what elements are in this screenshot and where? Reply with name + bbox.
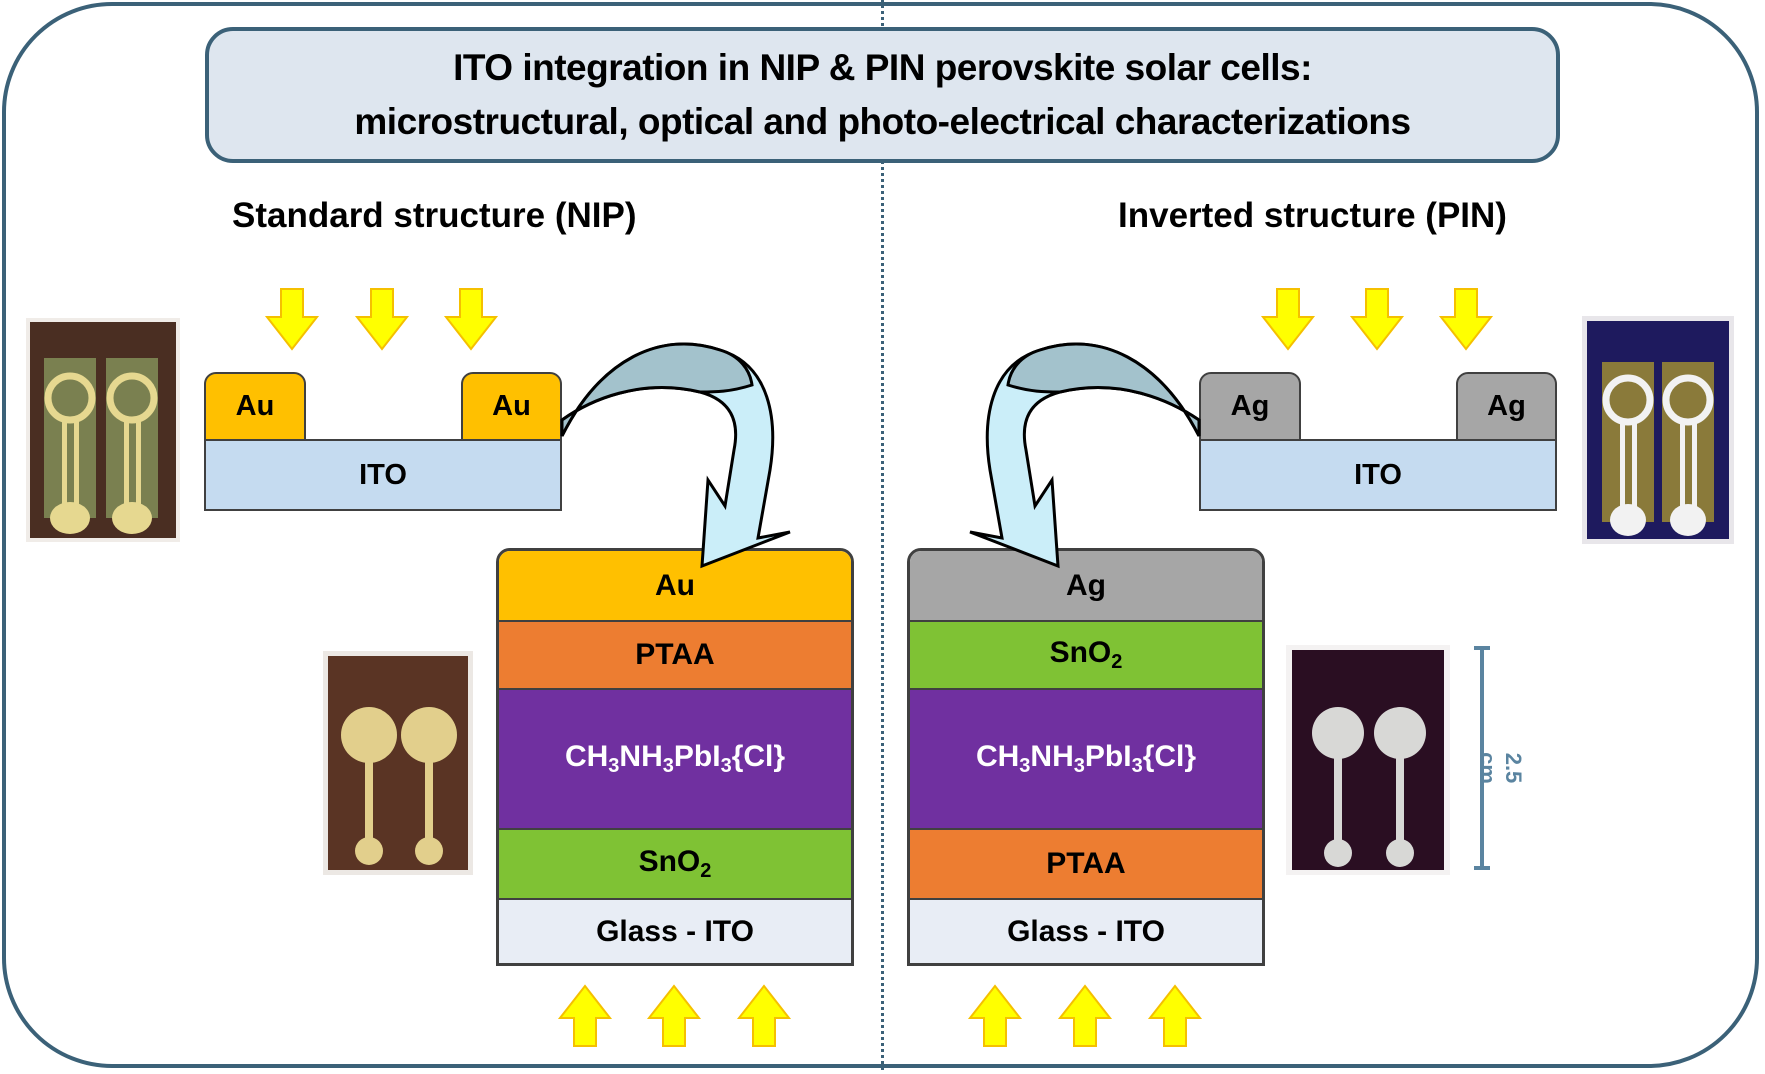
nip-device-photo-bottom <box>323 651 473 875</box>
nip-layer-glass-ito: Glass - ITO <box>499 900 851 963</box>
nip-device-photo-top <box>26 318 180 542</box>
pin-layer-sno2: SnO2 <box>910 622 1262 690</box>
layer-label: Au <box>655 568 695 602</box>
layer-label: CH3NH3PbI3{Cl} <box>975 740 1197 777</box>
nip-contact-right: Au <box>461 372 562 441</box>
layer-label: PTAA <box>1046 847 1126 880</box>
pin-layer-glass-ito: Glass - ITO <box>910 900 1262 963</box>
title-line-2: microstructural, optical and photo-elect… <box>354 101 1411 142</box>
layer-label: SnO2 <box>1049 636 1123 673</box>
pin-layer-perovskite: CH3NH3PbI3{Cl} <box>910 690 1262 830</box>
pin-device-photo-bottom <box>1286 645 1450 875</box>
nip-heading: Standard structure (NIP) <box>232 196 637 235</box>
pin-heading: Inverted structure (PIN) <box>1118 196 1507 235</box>
pin-layer-ag: Ag <box>910 551 1262 622</box>
layer-label: SnO2 <box>638 845 712 882</box>
pin-contact-left: Ag <box>1199 372 1301 441</box>
nip-layer-sno2: SnO2 <box>499 830 851 900</box>
pin-contact-right: Ag <box>1456 372 1557 441</box>
pin-layer-stack: Ag SnO2 CH3NH3PbI3{Cl} PTAA Glass - ITO <box>907 548 1265 966</box>
layer-label: Ag <box>1066 568 1106 602</box>
pin-device-photo-top <box>1582 316 1734 544</box>
layer-label: PTAA <box>635 638 715 671</box>
layer-label: CH3NH3PbI3{Cl} <box>564 740 786 777</box>
nip-layer-perovskite: CH3NH3PbI3{Cl} <box>499 690 851 830</box>
pin-ito-substrate: ITO <box>1199 439 1557 511</box>
pin-layer-ptaa: PTAA <box>910 830 1262 900</box>
scale-bar-label: 2.5 cm <box>1475 752 1526 784</box>
center-divider <box>881 0 884 1070</box>
layer-label: Glass - ITO <box>596 914 754 948</box>
nip-ito-substrate: ITO <box>204 439 562 511</box>
nip-layer-au: Au <box>499 551 851 622</box>
layer-label: Glass - ITO <box>1007 914 1165 948</box>
nip-layer-stack: Au PTAA CH3NH3PbI3{Cl} SnO2 Glass - ITO <box>496 548 854 966</box>
nip-layer-ptaa: PTAA <box>499 622 851 690</box>
nip-contact-left: Au <box>204 372 306 441</box>
title-box: ITO integration in NIP & PIN perovskite … <box>205 27 1560 163</box>
title-line-1: ITO integration in NIP & PIN perovskite … <box>453 47 1312 88</box>
